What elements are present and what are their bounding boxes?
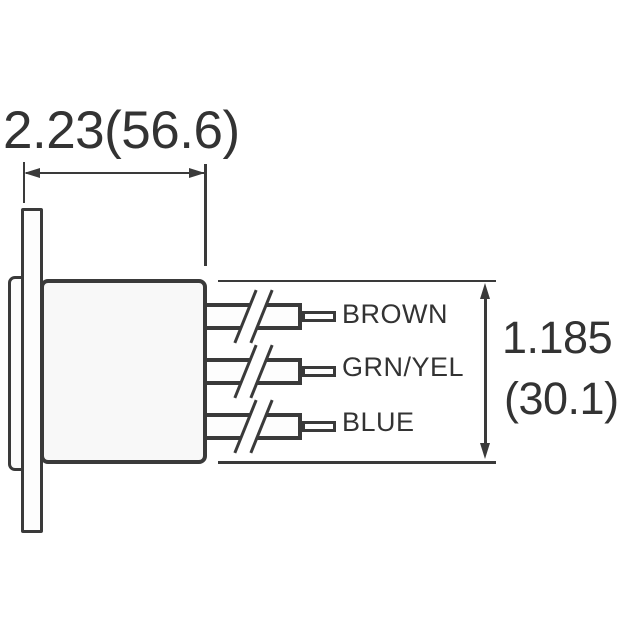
extension-line-left: [22, 162, 26, 203]
wire-conductor-tip-shape: [302, 366, 336, 377]
dimension-height-text-mm: (30.1): [504, 373, 619, 424]
extension-line-top: [218, 279, 496, 283]
wire-label-brown: BROWN: [342, 299, 448, 329]
mounting-flange-shape: [21, 208, 43, 533]
wire-grn-yel: [203, 341, 343, 402]
wire-brown: [203, 286, 343, 347]
dimension-height-text-inches: 1.185: [502, 312, 613, 363]
extension-line-right: [204, 164, 207, 266]
arrowhead-down-icon: [480, 443, 490, 459]
arrowhead-right-icon: [189, 167, 205, 178]
wire-blue: [203, 396, 343, 457]
dimension-height-line: [484, 297, 487, 445]
component-body-shape: [40, 279, 207, 464]
dimension-width-text: 2.23(56.6): [3, 101, 240, 160]
arrowhead-up-icon: [480, 283, 490, 299]
wire-conductor-tip-shape: [302, 311, 336, 322]
arrowhead-left-icon: [24, 167, 40, 178]
wire-label-blue: BLUE: [342, 407, 415, 437]
extension-line-bottom: [218, 461, 496, 464]
dimension-width-line: [26, 171, 204, 175]
wire-conductor-tip-shape: [302, 421, 336, 432]
wire-label-grn-yel: GRN/YEL: [342, 352, 465, 382]
